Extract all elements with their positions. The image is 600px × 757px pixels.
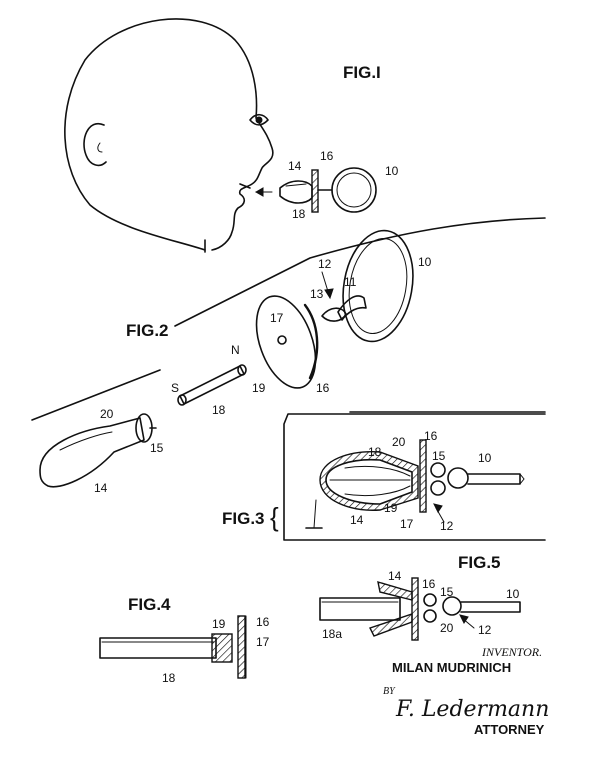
fig2-nub: [321, 307, 347, 322]
fig2-title: FIG.2: [126, 321, 169, 340]
fig5-ring-shaft: [460, 601, 521, 613]
fig2-stem: [337, 295, 367, 321]
fig3-label-10: 10: [478, 451, 492, 465]
attorney-caption: ATTORNEY: [474, 722, 545, 737]
fig5-guard: [411, 577, 419, 641]
fig3-knob: [430, 462, 446, 478]
fig4-label-17: 17: [256, 635, 270, 649]
fig2-label-18: 18: [212, 403, 226, 417]
ear-inner: [97, 142, 103, 153]
fig5-title: FIG.5: [458, 553, 501, 572]
fig2-label-11: 11: [344, 275, 357, 289]
fig2-label-16: 16: [316, 381, 330, 395]
fig5-label-20: 20: [440, 621, 454, 635]
fig1-nipple: [279, 180, 313, 204]
fig3-title: FIG.3: [222, 509, 265, 528]
fig1-label-18: 18: [292, 207, 306, 221]
fig5-label-18a: 18a: [322, 627, 342, 641]
fig3-label-19: 19: [384, 501, 398, 515]
eye: [249, 113, 269, 126]
fig3-label-16: 16: [424, 429, 438, 443]
fig3-label-18: 18: [368, 445, 382, 459]
fig1-label-14: 14: [288, 159, 302, 173]
fig2-label-13: 13: [310, 287, 324, 301]
fig4-collar: [211, 633, 233, 663]
by-caption: BY: [383, 686, 396, 697]
fig2-label-15: 15: [150, 441, 164, 455]
fig1: FIG.I 14 16 10 18: [64, 18, 399, 253]
fig4-label-18: 18: [162, 671, 176, 685]
ear: [83, 122, 107, 167]
fig2-label-12: 12: [318, 257, 332, 271]
fig2-label-10: 10: [418, 255, 432, 269]
fig1-guard: [311, 169, 319, 213]
fig2-label-20: 20: [100, 407, 114, 421]
fig2-label-14: 14: [94, 481, 108, 495]
signature: F. Ledermann: [395, 697, 549, 722]
fig3-label-14: 14: [350, 513, 364, 527]
fig5: FIG.5 14 16 15 10 18a 20 12: [319, 553, 521, 641]
fig1-title: FIG.I: [343, 63, 381, 82]
fig3: FIG.3 { 18 20 16 15 10 14 19 17 12: [222, 413, 546, 541]
fig3-bracket: {: [270, 502, 279, 532]
fig4-label-19: 19: [212, 617, 226, 631]
fig5-label-16: 16: [422, 577, 436, 591]
fig5-label-14: 14: [388, 569, 402, 583]
fig2-label-N: N: [231, 343, 240, 357]
fig4-title: FIG.4: [128, 595, 171, 614]
fig1-ring: [331, 167, 377, 213]
fig3-label-12: 12: [440, 519, 454, 533]
fig2-label-17: 17: [270, 311, 284, 325]
fig2-nipple: [39, 417, 145, 488]
footer: INVENTOR. MILAN MUDRINICH BY F. Lederman…: [383, 645, 549, 737]
fig3-shaft: [467, 473, 521, 485]
fig2-label-19: 19: [252, 381, 266, 395]
fig5-label-12: 12: [478, 623, 492, 637]
fig3-label-15: 15: [432, 449, 446, 463]
mouth: [239, 183, 251, 189]
inventor-caption: INVENTOR.: [481, 645, 542, 659]
fig2-boundary-top: [174, 217, 546, 327]
fig2-pin: [179, 365, 245, 405]
fig1-label-16: 16: [320, 149, 334, 163]
fig5-shaft-18a: [319, 597, 401, 621]
fig3-label-17: 17: [400, 517, 414, 531]
fig2: FIG.2 12 13 11 10 17 N S 19 18 16 20 15 …: [31, 217, 546, 495]
fig1-label-10: 10: [385, 164, 399, 178]
fig4-label-16: 16: [256, 615, 270, 629]
fig5-label-15: 15: [440, 585, 454, 599]
fig3-frame: [283, 413, 546, 541]
fig3-guard: [419, 439, 427, 513]
fig2-ring: [342, 229, 414, 343]
inventor-name: MILAN MUDRINICH: [392, 660, 511, 675]
fig3-label-20: 20: [392, 435, 406, 449]
fig5-label-10: 10: [506, 587, 520, 601]
fig2-label-S: S: [171, 381, 179, 395]
fig4-disc: [237, 615, 246, 679]
head-profile: [64, 18, 274, 251]
fig4: FIG.4 19 16 17 18: [99, 595, 270, 685]
fig4-pin: [99, 637, 217, 659]
fig2-boundary-bottom: [31, 369, 161, 421]
fig2-guard-disc: [255, 295, 317, 389]
